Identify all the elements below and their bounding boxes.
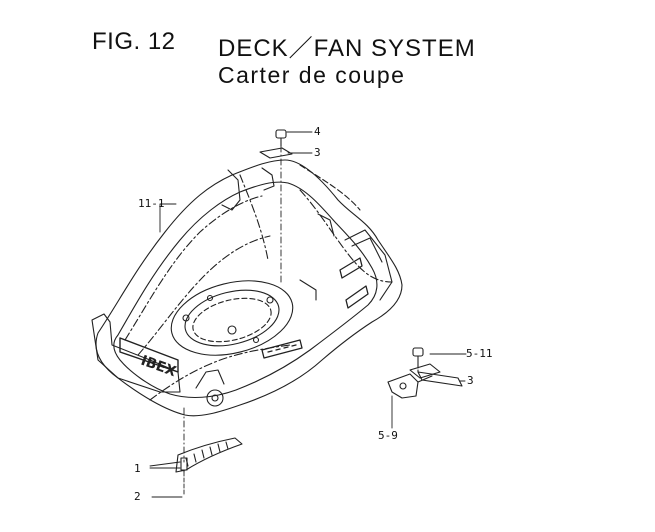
callout-labels: 4 3 11-1 5-11 3 5-9 1 2 — [134, 125, 493, 503]
callout-11-1: 11-1 — [138, 197, 165, 210]
figure-number: FIG. 12 — [92, 28, 176, 55]
lower-trim-and-screw — [175, 407, 243, 473]
figure-title: DECK／FAN SYSTEM — [218, 35, 476, 62]
mower-deck-drawing: IBEX — [91, 159, 403, 417]
right-bracket-assembly — [387, 347, 463, 399]
callout-3-top: 3 — [314, 146, 321, 159]
leader-lines — [149, 131, 467, 498]
callout-5-11: 5-11 — [466, 347, 493, 360]
svg-text:IBEX: IBEX — [139, 353, 179, 380]
callout-4: 4 — [314, 125, 321, 138]
figure-subtitle: Carter de coupe — [218, 62, 406, 88]
top-bolt-and-plate — [259, 129, 293, 286]
callout-5-9: 5-9 — [378, 429, 398, 442]
callout-3-right: 3 — [467, 374, 474, 387]
callout-2: 2 — [134, 490, 141, 503]
callout-1: 1 — [134, 462, 141, 475]
